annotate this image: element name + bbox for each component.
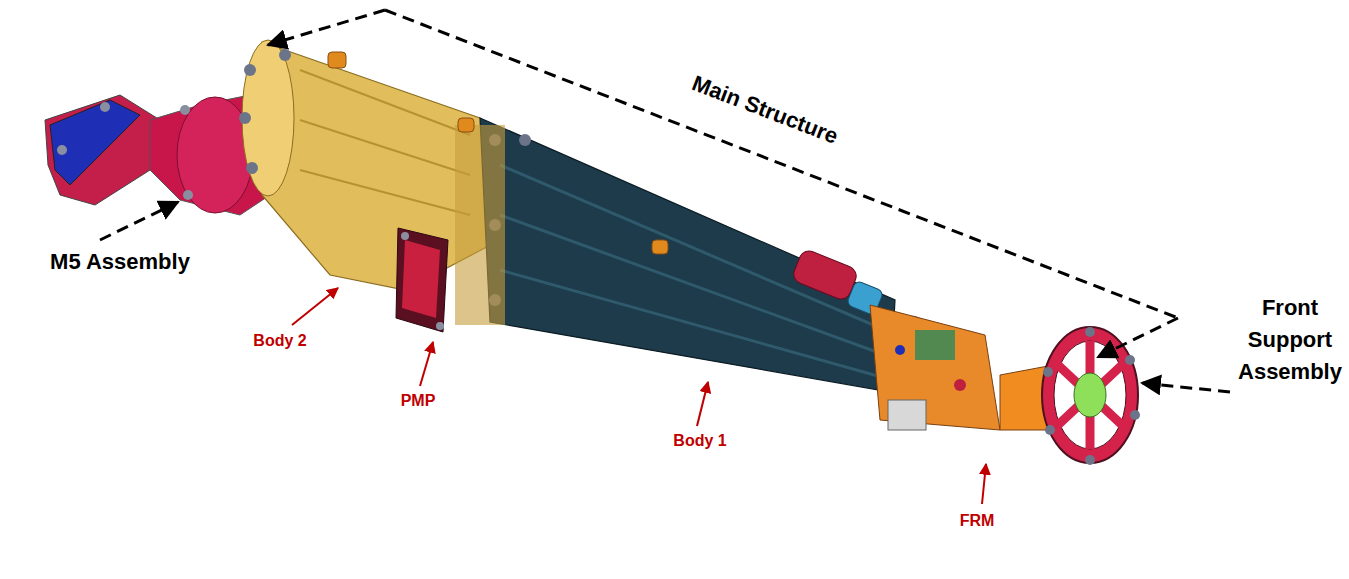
m5-assembly: [45, 95, 270, 215]
front-support: [1042, 327, 1140, 465]
frm-components: [791, 248, 1085, 430]
part-label: FRM: [960, 509, 995, 532]
assembly-label: Front Support Assembly: [1235, 292, 1345, 388]
structure-label: Main Structure: [687, 68, 842, 153]
part-label: PMP: [401, 389, 436, 412]
body-one: [455, 118, 895, 392]
pmp-unit: [396, 228, 448, 332]
dashed-leaders: [100, 10, 1230, 392]
red-leaders: [292, 288, 986, 504]
part-label: Body 2: [253, 329, 306, 352]
assembly-label: M5 Assembly: [50, 246, 190, 278]
part-label: Body 1: [673, 429, 726, 452]
